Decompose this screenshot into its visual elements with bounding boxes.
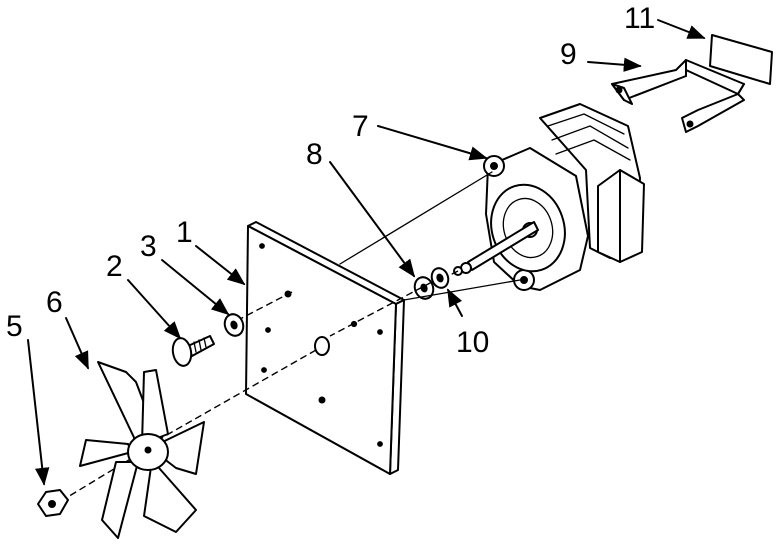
part-7-motor <box>453 103 645 291</box>
leader-1 <box>195 245 246 286</box>
part-8-washer <box>413 276 435 300</box>
part-9-bracket <box>611 59 745 133</box>
leader-2 <box>127 279 182 340</box>
part-1-mounting-plate <box>245 221 405 475</box>
callout-1: 1 <box>176 216 193 249</box>
callout-labels: 5 6 2 3 1 8 7 10 9 11 <box>6 2 655 359</box>
leader-arrows <box>27 19 706 486</box>
callout-5: 5 <box>6 310 23 343</box>
part-5-nut <box>37 489 69 517</box>
leader-9 <box>587 57 642 72</box>
callout-6: 6 <box>46 286 63 319</box>
part-3-lockwasher <box>223 313 245 337</box>
leader-10 <box>447 288 463 317</box>
leader-11 <box>657 19 706 39</box>
callout-11: 11 <box>624 2 655 35</box>
callout-3: 3 <box>140 230 157 263</box>
callout-8: 8 <box>306 138 323 171</box>
callout-7: 7 <box>352 110 369 143</box>
leader-3 <box>161 259 230 316</box>
callout-2: 2 <box>106 250 123 283</box>
leader-8 <box>329 161 416 278</box>
leader-6 <box>65 317 89 370</box>
part-6-fan-blade <box>79 361 205 539</box>
leader-5 <box>27 339 50 486</box>
part-2-screw <box>171 335 215 367</box>
callout-9: 9 <box>560 38 577 71</box>
part-10-spacer <box>430 267 450 289</box>
part-11-insulator <box>709 34 773 85</box>
callout-10: 10 <box>456 326 489 359</box>
leader-7 <box>377 125 488 161</box>
